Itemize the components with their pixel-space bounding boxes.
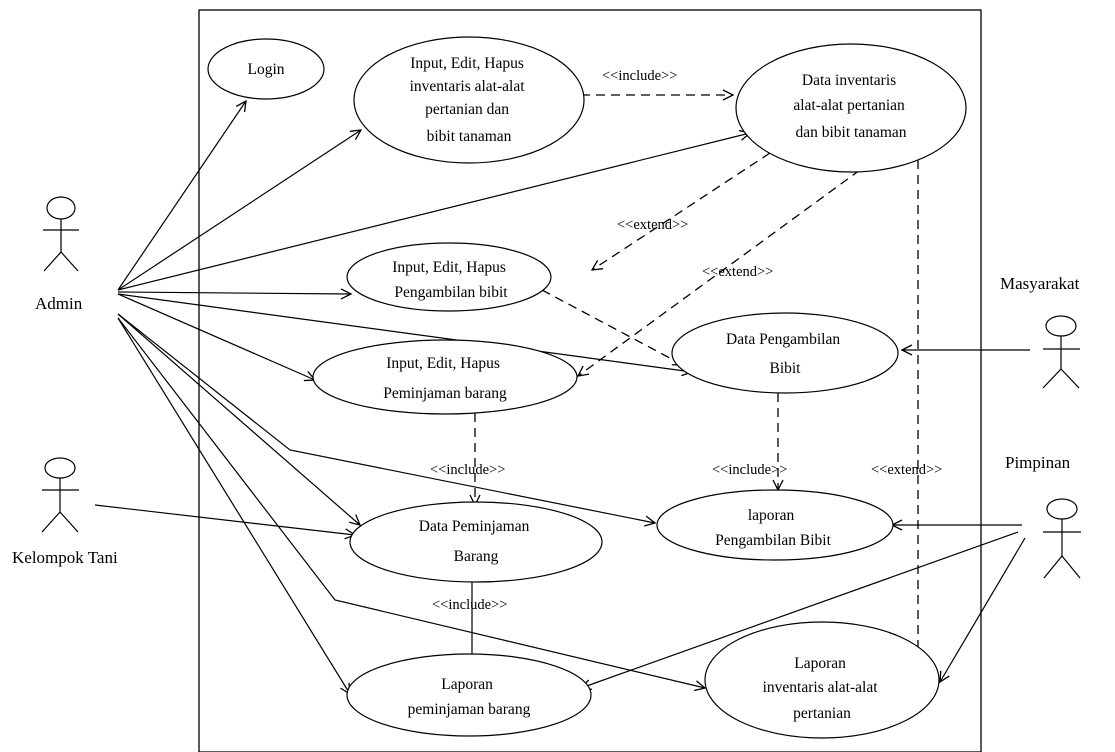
stereotype-include-3: <<include>> — [712, 462, 787, 478]
assoc-admin-laporan-peminjaman — [117, 317, 350, 694]
actor-kelompok-tani[interactable] — [41, 457, 79, 533]
extend-pengambilan — [592, 152, 771, 270]
uc-data-inventaris-label: Data inventaris alat-alat pertanian dan … — [793, 72, 908, 141]
uc-laporan-peminjaman[interactable] — [346, 653, 592, 737]
stereotype-extend-3: <<extend>> — [871, 462, 942, 478]
assoc-admin-laporan-pengambilan — [117, 313, 655, 523]
use-cases — [207, 36, 967, 739]
system-boundary — [198, 9, 982, 752]
stereotype-extend-1: <<extend>> — [617, 217, 688, 233]
assoc-admin-input-inventaris — [117, 130, 361, 291]
uc-laporan-inventaris[interactable] — [704, 621, 940, 739]
uc-input-inventaris-label: Input, Edit, Hapus inventaris alat-alat … — [410, 55, 529, 145]
assoc-admin-data-pengambilan — [117, 293, 692, 372]
actor-admin-label: Admin — [35, 294, 83, 313]
uc-input-pengambilan[interactable] — [346, 242, 552, 312]
actor-pimpinan-label: Pimpinan — [1005, 453, 1071, 472]
uc-data-pengambilan[interactable] — [671, 312, 899, 394]
dep-pengambilan-data — [541, 289, 683, 365]
uc-input-peminjaman[interactable] — [312, 339, 578, 415]
uc-login[interactable] — [207, 38, 325, 100]
extend-peminjaman — [578, 169, 861, 376]
uc-input-pengambilan-label: Input, Edit, Hapus Pengambilan bibit — [392, 259, 510, 301]
uc-login-label: Login — [247, 61, 284, 78]
uc-input-peminjaman-label: Input, Edit, Hapus Peminjaman barang — [383, 355, 507, 402]
stereotype-include-4: <<include>> — [432, 597, 507, 613]
uc-laporan-inventaris-label: Laporan inventaris alat-alat pertanian — [763, 655, 882, 722]
stereotype-include-1: <<include>> — [602, 68, 677, 84]
uc-laporan-peminjaman-label: Laporan peminjaman barang — [408, 676, 531, 718]
assoc-admin-data-peminjaman — [117, 313, 360, 525]
actor-admin[interactable] — [43, 196, 79, 272]
uc-data-peminjaman-label: Data Peminjaman Barang — [419, 518, 534, 565]
assoc-pimpinan-laporan-inventaris — [940, 537, 1026, 682]
uc-data-inventaris[interactable] — [735, 43, 967, 173]
stereotype-extend-2: <<extend>> — [702, 264, 773, 280]
actor-kelompok-tani-label: Kelompok Tani — [12, 548, 118, 567]
assoc-pimpinan-laporan-peminjaman — [581, 531, 1019, 688]
assoc-admin-input-peminjaman — [117, 293, 315, 380]
actor-masyarakat-label: Masyarakat — [1000, 274, 1080, 293]
actor-pimpinan[interactable] — [1043, 498, 1081, 579]
actor-masyarakat[interactable] — [1042, 315, 1080, 389]
dependencies — [472, 95, 918, 693]
assoc-admin-login — [117, 101, 246, 291]
stereotype-include-2: <<include>> — [430, 462, 505, 478]
assoc-kelompoktani-data-peminjaman — [94, 504, 355, 535]
admin-associations — [117, 101, 750, 694]
uc-laporan-pengambilan[interactable] — [656, 489, 894, 561]
uc-input-inventaris[interactable] — [353, 36, 585, 164]
assoc-admin-data-inventaris — [117, 133, 750, 291]
assoc-admin-input-pengambilan — [117, 292, 351, 294]
assoc-admin-laporan-inventaris — [117, 317, 705, 688]
uc-data-peminjaman[interactable] — [349, 501, 603, 583]
uc-laporan-pengambilan-label: laporan Pengambilan Bibit — [715, 507, 832, 549]
uc-data-pengambilan-label: Data Pengambilan Bibit — [726, 331, 844, 377]
